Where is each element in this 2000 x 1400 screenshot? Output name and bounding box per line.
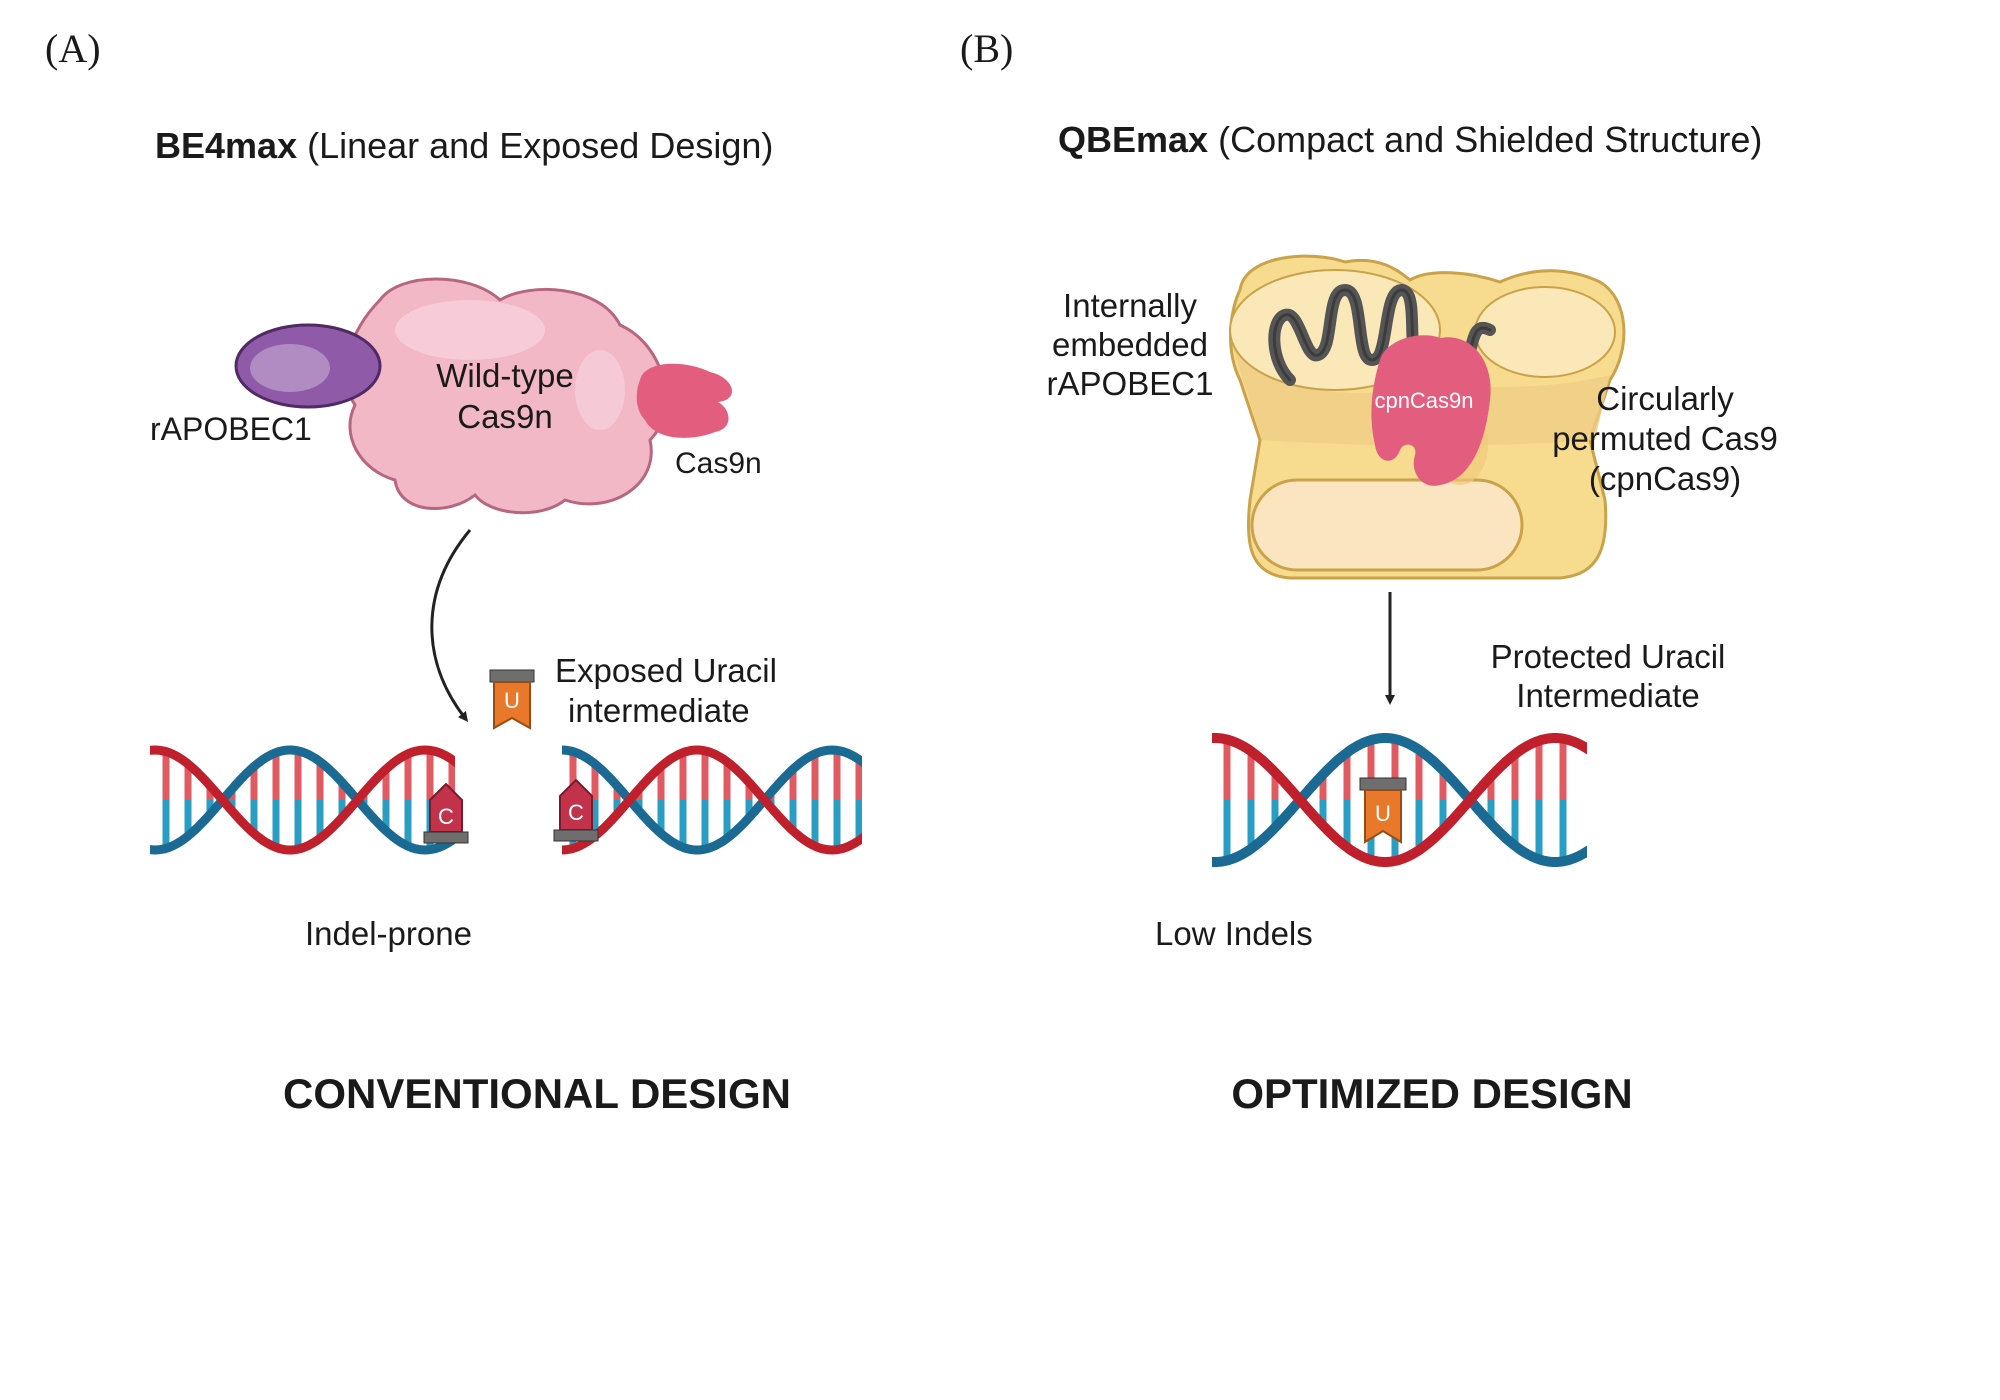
panel-b: (B) QBEmax (Compact and Shielded Structu… (960, 26, 1778, 1117)
wild-type-label-line2: Cas9n (457, 398, 552, 435)
panel-b-title-rest: (Compact and Shielded Structure) (1208, 119, 1762, 160)
cpncas9n-core (1371, 335, 1491, 486)
embedded-label-line3: rAPOBEC1 (1047, 365, 1214, 402)
cytosine-marker-right: C (553, 778, 599, 842)
protected-uracil-label-line2: Intermediate (1516, 677, 1699, 714)
cpncas9n-core-label: cpnCas9n (1374, 388, 1473, 413)
dna-strand-blue (1212, 733, 1587, 867)
dna-strand-blue (562, 745, 862, 855)
dna-strand-blue (150, 745, 455, 855)
wild-type-label-line1: Wild-type (436, 357, 574, 394)
cytosine-marker-left: C (423, 782, 469, 844)
dna-helix-left-fragment (150, 745, 455, 855)
embedded-label-line2: embedded (1052, 326, 1208, 363)
protected-uracil-label-line1: Protected Uracil (1491, 638, 1726, 675)
dna-strand-red (562, 745, 862, 855)
exposed-uracil-tag: U (489, 669, 535, 730)
permuted-label-line3: (cpnCas9) (1589, 460, 1741, 497)
rapobec1-label: rAPOBEC1 (150, 411, 312, 447)
exposed-uracil-letter: U (504, 688, 520, 713)
protected-uracil-letter: U (1375, 801, 1391, 826)
embedded-label-line1: Internally (1063, 287, 1197, 324)
protected-uracil-tag: U (1359, 777, 1407, 844)
exposed-uracil-label-line1: Exposed Uracil (555, 652, 777, 689)
panel-a-arrow (430, 529, 472, 722)
conventional-design-label: CONVENTIONAL DESIGN (283, 1070, 791, 1117)
permuted-label-line1: Circularly (1596, 380, 1734, 417)
rapobec1-deaminase (234, 323, 382, 409)
dna-strand-red (150, 745, 455, 855)
cytosine-letter-left: C (438, 804, 454, 829)
low-indels-label: Low Indels (1155, 915, 1313, 952)
exposed-uracil-label-line2: intermediate (568, 692, 750, 729)
panel-a-letter: (A) (45, 26, 101, 71)
panel-b-letter: (B) (960, 26, 1013, 71)
panel-b-title: QBEmax (Compact and Shielded Structure) (1058, 119, 1762, 160)
dna-helix-protected (1212, 733, 1587, 867)
cytosine-letter-right: C (568, 800, 584, 825)
optimized-design-label: OPTIMIZED DESIGN (1231, 1070, 1632, 1117)
dna-helix-right-fragment (562, 745, 862, 855)
panel-a-title: BE4max (Linear and Exposed Design) (155, 125, 773, 166)
indel-prone-label: Indel-prone (305, 915, 472, 952)
panel-a-title-rest: (Linear and Exposed Design) (297, 125, 773, 166)
cas9n-lobe-label: Cas9n (675, 447, 762, 480)
permuted-label-line2: permuted Cas9 (1552, 420, 1778, 457)
cas9n-lobe (636, 363, 732, 438)
wild-type-cas9n-body (344, 277, 667, 515)
panel-a-title-bold: BE4max (155, 125, 297, 166)
panel-b-title-bold: QBEmax (1058, 119, 1208, 160)
dna-strand-red (1212, 733, 1587, 867)
panel-a: (A) BE4max (Linear and Exposed Design) W… (45, 26, 862, 1117)
